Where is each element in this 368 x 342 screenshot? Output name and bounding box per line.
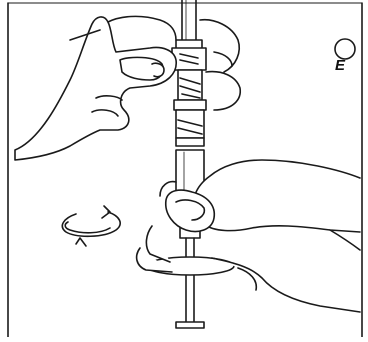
step-label: E (335, 58, 345, 73)
lower-hand (137, 160, 360, 312)
rotation-arrow-icon (62, 206, 120, 246)
upper-hand (15, 16, 240, 160)
syringe-barrel (176, 150, 204, 328)
step-marker-icon (335, 39, 355, 59)
